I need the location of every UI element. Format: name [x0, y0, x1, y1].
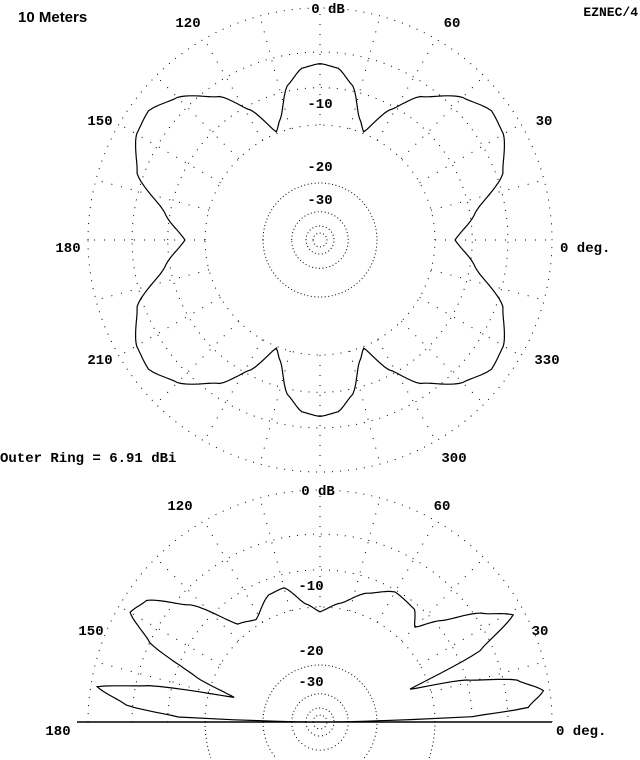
- chart-title: 10 Meters: [18, 9, 87, 26]
- grid-radial: [400, 557, 485, 642]
- grid-ring: [87, 7, 553, 473]
- grid-radial: [377, 520, 437, 623]
- grid-radial: [377, 38, 437, 141]
- az-angle-label-0: 0 deg.: [560, 241, 610, 257]
- el-db-label-10: -10: [298, 579, 323, 595]
- grid-ring: [167, 87, 473, 393]
- az-angle-label-120: 120: [175, 16, 200, 32]
- azimuth-pattern-trace: [135, 62, 505, 418]
- grid-radial: [419, 297, 522, 357]
- az-angle-label-180: 180: [55, 241, 80, 257]
- az-db-label-0: 0 dB: [311, 2, 345, 18]
- grid-radial: [377, 339, 437, 442]
- grid-ring: [262, 664, 378, 723]
- az-angle-label-210: 210: [87, 353, 112, 369]
- el-angle-label-0: 0 deg.: [556, 724, 606, 740]
- el-db-label-20: -20: [298, 644, 323, 660]
- grid-radial: [259, 497, 291, 612]
- az-db-label-20: -20: [307, 160, 332, 176]
- grid-radial: [349, 350, 381, 465]
- grid-radial: [118, 123, 221, 183]
- az-angle-label-150: 150: [87, 114, 112, 130]
- grid-radial: [95, 269, 210, 301]
- grid-ring: [291, 211, 349, 269]
- elevation-grid: [87, 489, 553, 759]
- az-angle-label-30: 30: [536, 114, 553, 130]
- grid-ring: [131, 51, 509, 429]
- grid-radial: [259, 350, 291, 465]
- grid-radial: [419, 123, 522, 183]
- az-angle-label-60: 60: [444, 16, 461, 32]
- grid-ring: [131, 533, 509, 723]
- el-angle-label-120: 120: [167, 499, 192, 515]
- grid-radial: [400, 320, 485, 405]
- grid-ring: [305, 721, 335, 737]
- grid-radial: [118, 297, 221, 357]
- az-angle-label-300: 300: [441, 451, 466, 467]
- software-label: EZNEC/4: [583, 5, 638, 20]
- el-angle-label-180: 180: [45, 724, 70, 740]
- grid-radial: [430, 269, 545, 301]
- grid-radial: [155, 75, 240, 160]
- grid-ring: [312, 232, 328, 248]
- grid-radial: [430, 179, 545, 211]
- grid-ring: [291, 721, 349, 751]
- el-angle-label-60: 60: [434, 499, 451, 515]
- grid-ring: [312, 714, 328, 723]
- grid-radial: [203, 339, 263, 442]
- grid-ring: [204, 721, 212, 759]
- grid-radial: [95, 661, 210, 693]
- grid-radial: [118, 605, 221, 665]
- grid-ring: [167, 569, 473, 723]
- grid-radial: [155, 557, 240, 642]
- grid-ring: [305, 707, 335, 723]
- grid-ring: [305, 225, 335, 255]
- grid-ring: [262, 182, 378, 298]
- grid-ring: [204, 606, 436, 723]
- el-angle-label-150: 150: [78, 624, 103, 640]
- az-angle-label-330: 330: [534, 353, 559, 369]
- el-angle-label-30: 30: [532, 624, 549, 640]
- azimuth-grid: [87, 7, 553, 473]
- grid-ring: [428, 721, 436, 759]
- grid-radial: [203, 520, 263, 623]
- grid-radial: [400, 75, 485, 160]
- grid-ring: [262, 721, 277, 759]
- grid-radial: [349, 15, 381, 130]
- grid-radial: [95, 179, 210, 211]
- grid-radial: [430, 661, 545, 693]
- grid-ring: [312, 721, 328, 730]
- grid-ring: [363, 721, 378, 759]
- elevation-pattern-trace: [95, 587, 545, 723]
- el-db-label-30: -30: [298, 675, 323, 691]
- grid-radial: [259, 15, 291, 130]
- grid-radial: [203, 38, 263, 141]
- az-db-label-30: -30: [307, 193, 332, 209]
- outer-ring-label: Outer Ring = 6.91 dBi: [0, 451, 176, 467]
- grid-radial: [155, 320, 240, 405]
- el-db-label-0: 0 dB: [301, 484, 335, 500]
- az-db-label-10: -10: [307, 97, 332, 113]
